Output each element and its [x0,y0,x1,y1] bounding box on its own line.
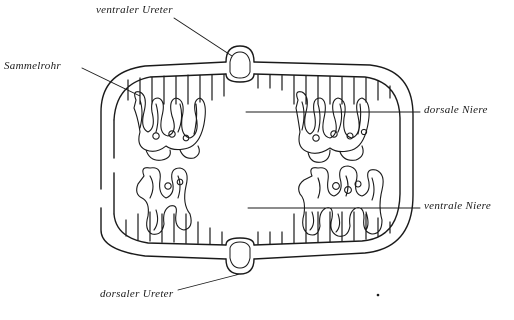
upper-left-coil [134,92,205,161]
lower-left-coil [137,168,191,235]
label-dorsal-ureter: dorsaler Ureter [100,288,173,300]
label-sammelrohr: Sammelrohr [4,60,61,72]
label-ventral-ureter: ventraler Ureter [96,4,173,16]
top-comb [128,75,390,104]
lower-right-coil [299,166,383,236]
label-ventral-kidney: ventrale Niere [424,200,491,212]
label-dorsal-kidney: dorsale Niere [424,104,488,116]
leader-lines [82,18,420,290]
upper-right-coil [296,92,369,163]
